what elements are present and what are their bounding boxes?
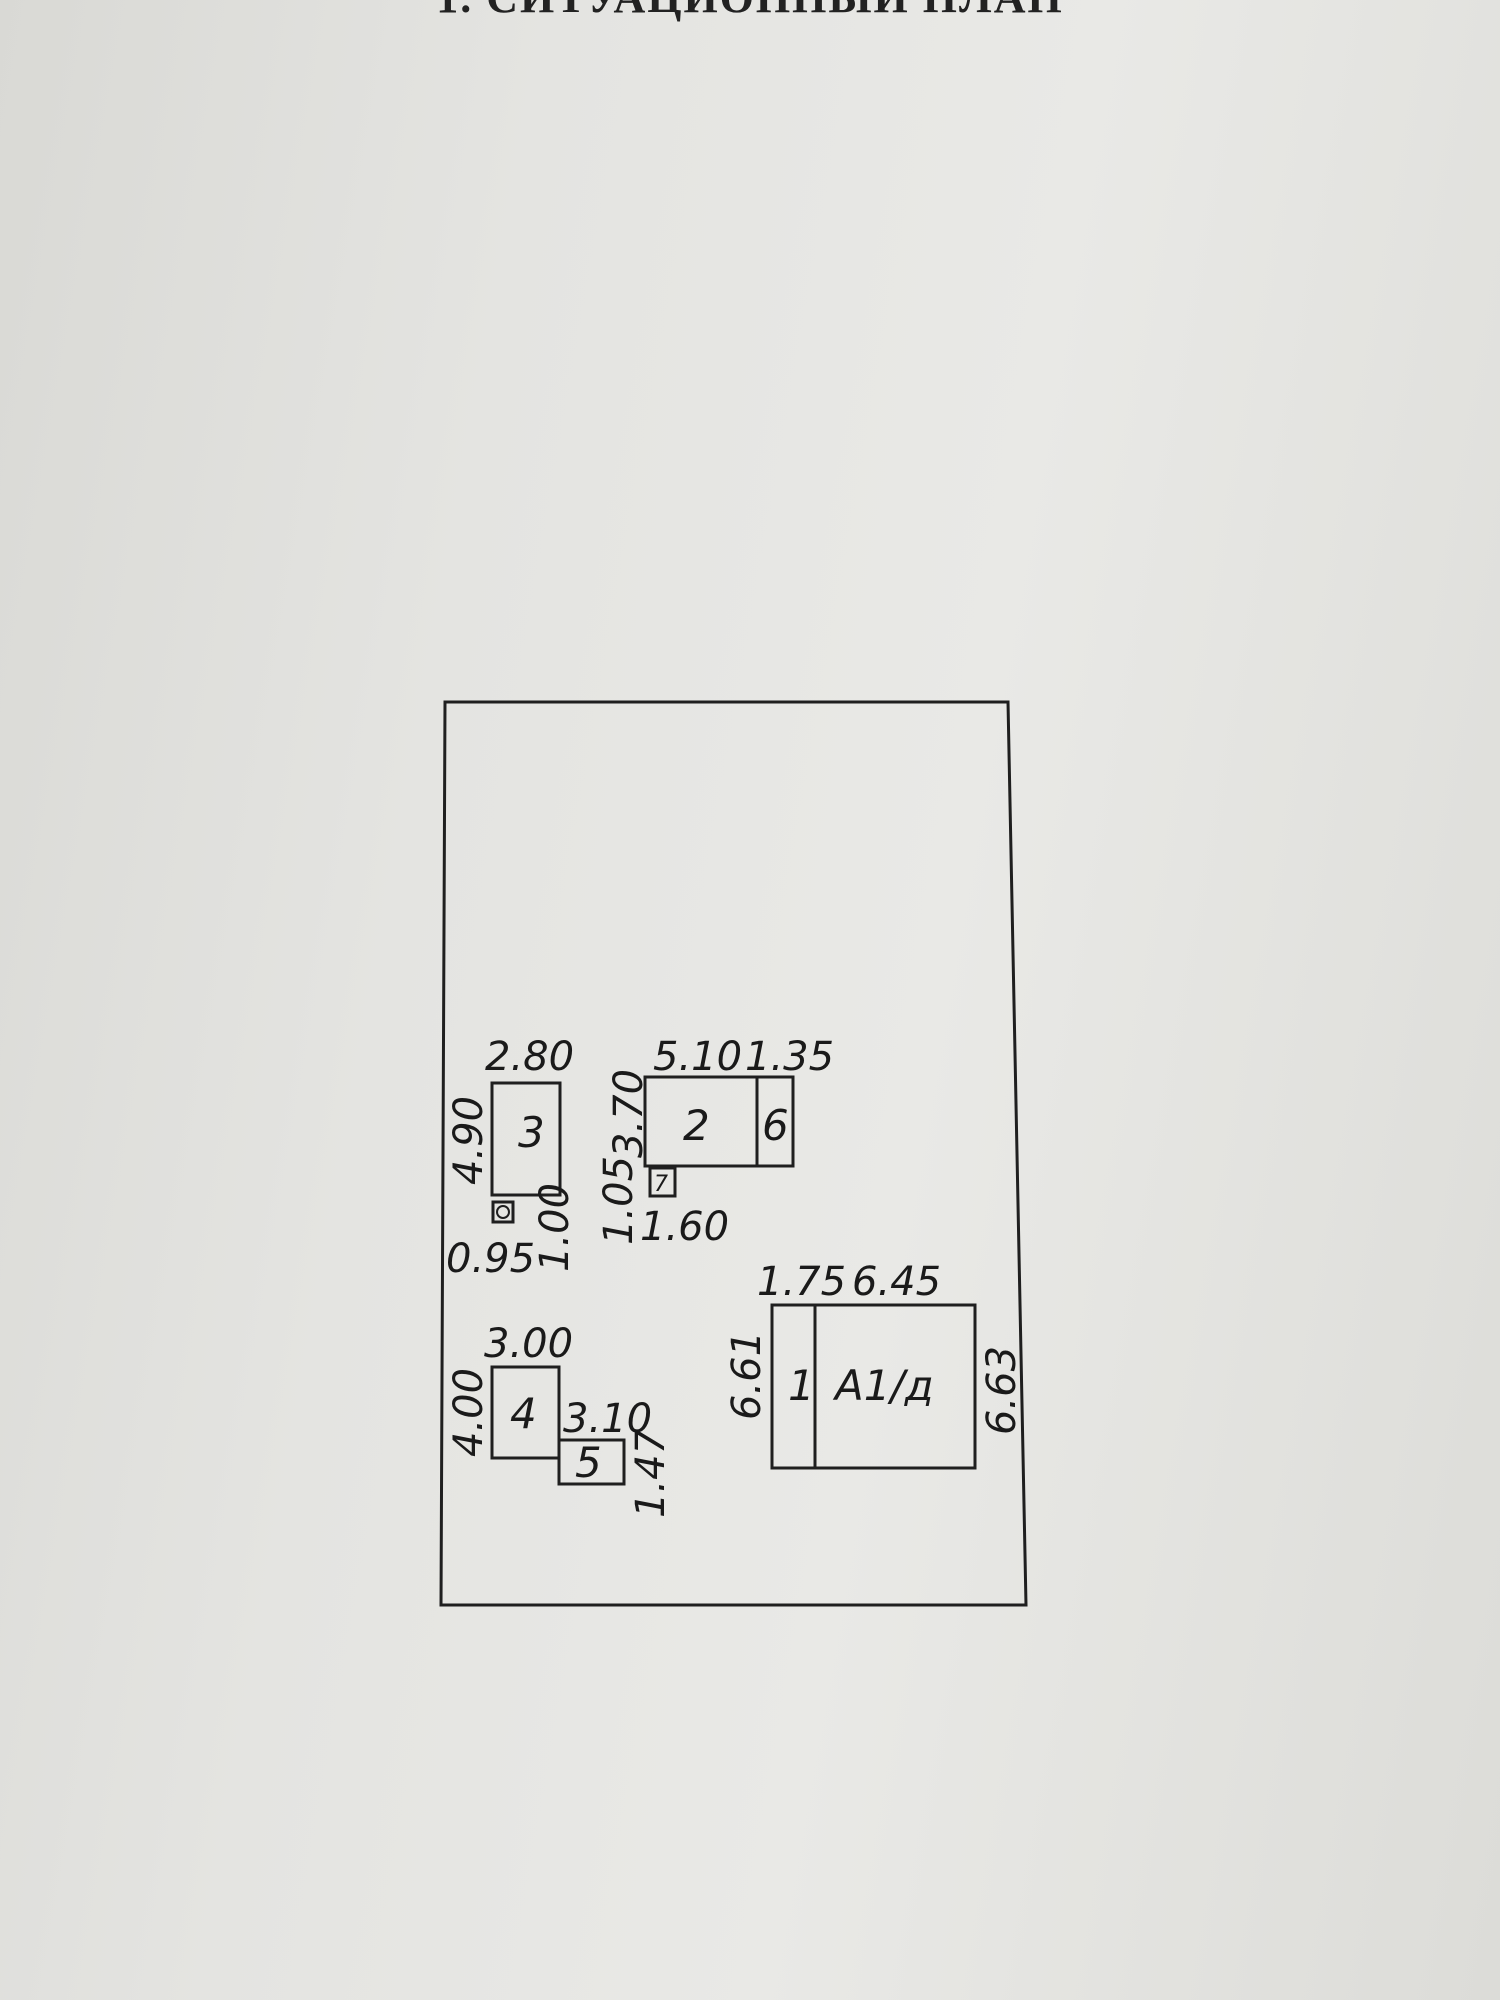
building-7 <box>648 1166 677 1198</box>
building-2-length: 3.70 <box>606 1069 652 1158</box>
building-4-length: 4.00 <box>446 1368 492 1457</box>
building-5-length: 1.47 <box>628 1428 674 1518</box>
building-4-label: 4 <box>510 1389 537 1438</box>
building-1-length: 6.61 <box>724 1331 770 1420</box>
building-4-width: 3.00 <box>484 1321 573 1367</box>
building-a1d-label: А1/д <box>832 1361 934 1410</box>
building-7-label: 7 <box>654 1172 668 1197</box>
building-4 <box>490 1365 561 1460</box>
building-a1d-length: 6.63 <box>979 1346 1025 1435</box>
building-7-length: 1.05 <box>596 1156 642 1245</box>
building-2-width: 5.10 <box>653 1034 742 1080</box>
building-5 <box>557 1438 626 1486</box>
building-8-mark-icon <box>496 1205 510 1219</box>
building-3-width: 2.80 <box>485 1034 574 1080</box>
building-7-width: 1.60 <box>640 1204 729 1250</box>
building-5-width: 3.10 <box>563 1396 652 1442</box>
building-5-label: 5 <box>575 1438 602 1487</box>
building-3-length: 4.90 <box>446 1096 492 1185</box>
building-a1d <box>813 1303 977 1470</box>
building-6 <box>755 1075 795 1168</box>
building-8-length: 1.00 <box>532 1183 578 1272</box>
building-6-label: 6 <box>762 1101 789 1150</box>
plot-boundary <box>439 700 1028 1607</box>
building-1-width: 1.75 <box>757 1259 846 1305</box>
building-3 <box>490 1081 562 1197</box>
building-8 <box>491 1200 515 1224</box>
building-8-width: 0.95 <box>446 1236 535 1282</box>
building-3-label: 3 <box>518 1108 545 1157</box>
page-title: 1. СИТУАЦИОННЫЙ ПЛАН <box>0 0 1500 23</box>
building-1-label: 1 <box>788 1361 815 1410</box>
building-a1d-width: 6.45 <box>852 1259 941 1305</box>
building-6-width: 1.35 <box>745 1034 834 1080</box>
building-2-label: 2 <box>683 1101 710 1150</box>
